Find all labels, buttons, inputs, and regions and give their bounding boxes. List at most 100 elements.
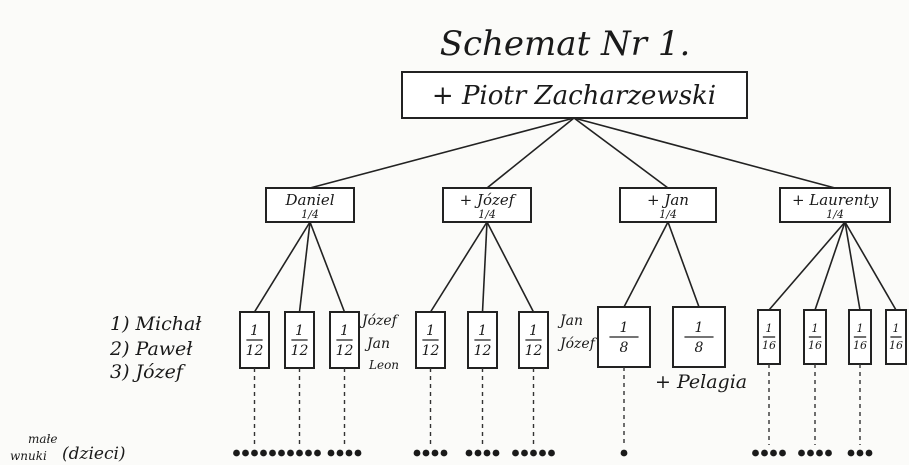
grandchild-edge-8 — [667, 221, 700, 308]
share-denominator: 12 — [291, 343, 309, 359]
grandchild-node-4: 112 — [415, 311, 446, 369]
share-numerator: 1 — [857, 322, 864, 335]
note-leon: Leon — [368, 358, 399, 372]
grandchild-edge-6 — [486, 221, 535, 313]
descendant-dot — [278, 449, 285, 457]
descendant-dot — [440, 449, 448, 457]
grandchild-node-7: 18 — [597, 306, 651, 368]
grandchild-edge-4 — [429, 221, 488, 313]
bottom-label-bracket: (dzieci) — [62, 444, 126, 464]
root-node-label: + Piotr Zacharzewski — [432, 81, 716, 111]
child-node-share: 1/4 — [301, 208, 319, 221]
grandchild-node-9: 116 — [757, 309, 781, 365]
share-denominator: 12 — [246, 343, 264, 359]
descendant-dot — [530, 449, 537, 457]
descendant-dot — [512, 449, 519, 457]
grandchild-node-12: 116 — [885, 309, 907, 365]
bottom-label-line2: wnuki — [10, 449, 47, 463]
root-edge-3 — [573, 117, 669, 189]
descendant-dot — [847, 449, 855, 457]
grandchild-node-3: 112 — [329, 311, 360, 369]
descendant-dot — [856, 449, 864, 457]
child-node-label: + Józef — [460, 191, 517, 209]
grandchild-edge-7 — [623, 221, 669, 308]
child-node-share: 1/4 — [659, 208, 677, 221]
descendant-dot — [474, 449, 482, 457]
share-numerator: 1 — [426, 323, 435, 339]
grandchild-node-1: 112 — [239, 311, 270, 369]
descendant-dot — [539, 449, 546, 457]
share-numerator: 1 — [529, 323, 538, 339]
child-node-label: + Laurenty — [792, 191, 879, 209]
descendant-dot — [296, 449, 303, 457]
bottom-label-line1: małe — [28, 432, 58, 446]
left-heir-item-3: 3) Józef — [110, 361, 186, 383]
descendant-dot — [354, 449, 362, 457]
descendant-dot — [807, 449, 814, 457]
descendant-dot — [287, 449, 294, 457]
grandchild-node-8: 18 — [672, 306, 726, 368]
left-heir-list: 1) Michał 2) Paweł 3) Józef — [109, 313, 202, 383]
descendant-dot — [770, 449, 777, 457]
grandchild-edge-11 — [844, 221, 861, 311]
share-denominator: 12 — [336, 343, 354, 359]
root-edge-2 — [486, 117, 575, 189]
note-jan-1: Jan — [364, 336, 390, 352]
descendant-dot — [548, 449, 555, 457]
descendant-dot — [269, 449, 276, 457]
left-heir-item-1: 1) Michał — [110, 313, 202, 335]
share-denominator: 16 — [762, 339, 776, 352]
share-denominator: 12 — [474, 343, 492, 359]
descendant-lines — [253, 364, 861, 445]
descendant-dot — [422, 449, 430, 457]
descendant-dot — [260, 449, 267, 457]
descendant-dot — [761, 449, 768, 457]
share-numerator: 1 — [766, 322, 773, 335]
descendant-dot — [779, 449, 786, 457]
share-numerator: 1 — [893, 322, 900, 335]
note-jozef-1: Józef — [359, 313, 400, 329]
grandchild-edge-5 — [481, 221, 488, 313]
grandchild-edge-10 — [814, 221, 846, 311]
share-denominator: 16 — [853, 339, 867, 352]
descendant-dot — [521, 449, 528, 457]
grandchild-edges — [253, 221, 897, 313]
share-denominator: 8 — [620, 340, 629, 356]
share-numerator: 1 — [295, 323, 304, 339]
grandchild-edge-3 — [309, 221, 346, 313]
diagram-title: Schemat Nr 1. — [440, 24, 691, 64]
side-notes: Józef Jan Leon Jan Józef + Pelagia — [359, 313, 747, 393]
descendant-dot — [336, 449, 344, 457]
share-denominator: 16 — [889, 339, 903, 352]
child-node-label: + Jan — [647, 191, 689, 209]
child-node-share: 1/4 — [478, 208, 496, 221]
descendant-dot — [865, 449, 873, 457]
descendant-dot — [825, 449, 832, 457]
grandchild-edge-2 — [298, 221, 311, 313]
descendant-dot — [465, 449, 473, 457]
grandchild-edge-12 — [844, 221, 897, 311]
share-numerator: 1 — [695, 320, 704, 336]
grandchild-edge-1 — [253, 221, 311, 313]
descendant-dot — [345, 449, 353, 457]
share-denominator: 12 — [525, 343, 543, 359]
descendant-dot — [752, 449, 759, 457]
descendant-dot — [305, 449, 312, 457]
descendant-dot — [251, 449, 258, 457]
descendant-dot — [483, 449, 491, 457]
note-jan-2: Jan — [557, 313, 583, 329]
child-node-label: Daniel — [284, 191, 334, 209]
grandchild-node-6: 112 — [518, 311, 549, 369]
grandchild-node-10: 116 — [803, 309, 827, 365]
note-jozef-2: Józef — [557, 336, 598, 352]
root-edges — [309, 117, 836, 189]
child-node-share: 1/4 — [826, 208, 844, 221]
descendant-dot — [327, 449, 335, 457]
share-numerator: 1 — [340, 323, 349, 339]
